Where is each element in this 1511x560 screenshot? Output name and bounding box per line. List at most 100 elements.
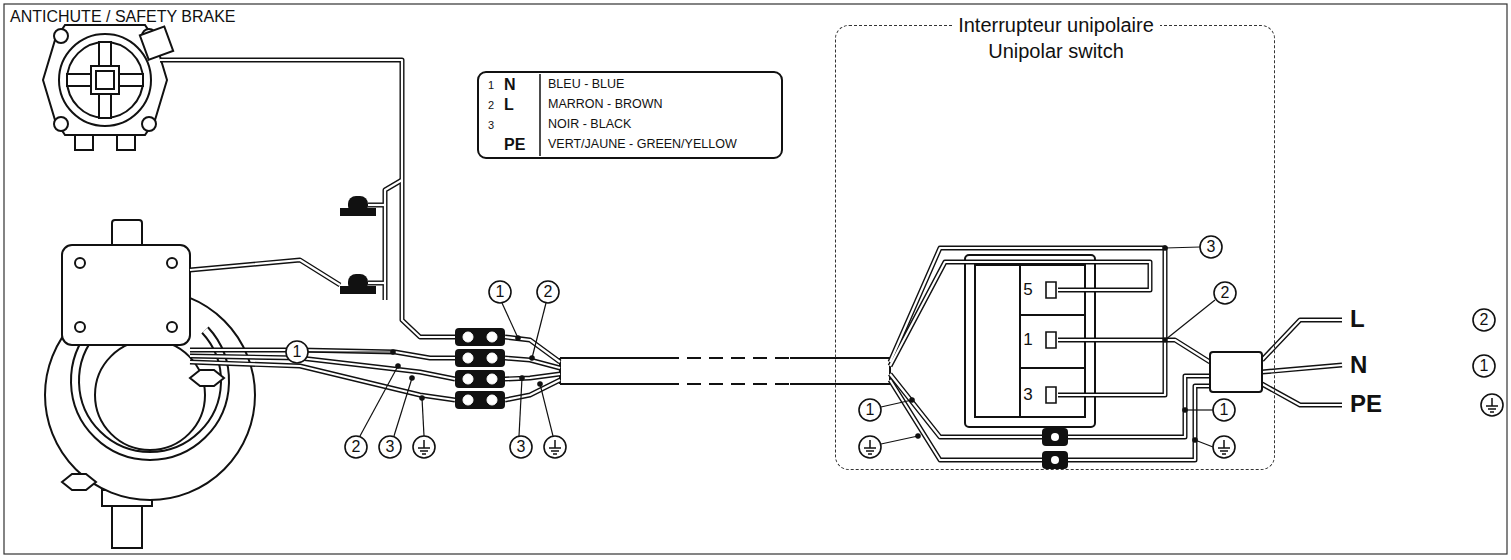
legend-divider <box>539 74 541 156</box>
leader-dot <box>410 376 414 380</box>
leader-line <box>519 378 522 436</box>
callout-number: 1 <box>866 401 875 419</box>
conductor-name: N <box>504 76 516 94</box>
wire <box>160 60 455 337</box>
leader-dot <box>1163 246 1167 250</box>
leader-line <box>1165 300 1215 340</box>
line-name: L <box>1350 306 1365 332</box>
callout-number: 3 <box>386 438 395 456</box>
line-name: N <box>1350 352 1367 378</box>
wire <box>190 362 455 400</box>
region-heading: Unipolar switch <box>982 40 1130 62</box>
region-heading: Interrupteur unipolaire <box>952 14 1160 36</box>
line-name: PE <box>1350 391 1382 417</box>
callout-circle <box>286 341 308 363</box>
leader-line <box>1165 247 1200 248</box>
leader-line <box>881 400 912 407</box>
leader-dot <box>538 382 542 386</box>
leader-dot <box>1193 438 1197 442</box>
wire <box>1262 384 1342 405</box>
leader-line <box>540 384 553 436</box>
wire-core <box>1262 365 1342 372</box>
wire <box>1068 376 1210 437</box>
leader-dot <box>420 396 424 400</box>
wire <box>368 281 385 286</box>
terminal-number: 3 <box>1023 386 1032 405</box>
legend-text: NOIR - BLACK <box>548 118 631 132</box>
leader-line <box>532 303 546 358</box>
terminal-number: 1 <box>1023 331 1032 350</box>
wire <box>368 203 385 208</box>
wire-core <box>1262 384 1342 405</box>
conductor-name: PE <box>504 136 525 154</box>
cable <box>560 358 890 384</box>
legend-text: MARRON - BROWN <box>548 98 663 112</box>
switch-box: 513 <box>966 256 1096 428</box>
callout-circle <box>489 281 511 303</box>
leader-line <box>1185 409 1213 410</box>
wire-core <box>890 380 1042 460</box>
wire <box>1262 365 1342 372</box>
terminal-screw <box>1046 282 1056 403</box>
wire-core <box>890 374 1042 437</box>
leader-line <box>360 366 398 436</box>
earth-symbol <box>1213 436 1235 458</box>
wire-core <box>505 374 560 379</box>
callout-number: 2 <box>488 99 494 111</box>
callout-circle <box>345 436 367 458</box>
title: ANTICHUTE / SAFETY BRAKE <box>10 8 236 26</box>
wire <box>1068 386 1210 460</box>
callout-circle <box>859 399 881 421</box>
switch-terminal-block <box>1042 428 1068 469</box>
wire-core <box>1068 376 1210 437</box>
wire <box>505 374 560 379</box>
wire <box>385 180 402 300</box>
wire <box>505 380 560 400</box>
earth-symbol <box>544 436 566 458</box>
terminal-block <box>455 328 505 409</box>
callout-circle <box>1214 282 1236 304</box>
callout-number: 1 <box>1220 401 1229 419</box>
leader-line <box>422 398 424 436</box>
wire <box>190 260 340 285</box>
wire <box>1058 340 1210 362</box>
leader-line <box>881 436 918 444</box>
leader-dot <box>391 350 395 354</box>
leader-dot <box>396 364 400 368</box>
wire-core <box>1058 340 1210 362</box>
switch-region: Interrupteur unipolaireUnipolar switch51… <box>835 25 1275 470</box>
callout-circle <box>1473 355 1495 377</box>
callout-number: 3 <box>1207 238 1216 256</box>
wire <box>890 262 1150 366</box>
earth-symbol <box>413 436 435 458</box>
leader-line <box>1195 440 1213 447</box>
legend-text: BLEU - BLUE <box>548 78 624 92</box>
conductor-name: L <box>504 96 514 114</box>
wire-core <box>190 356 455 379</box>
callout-number: 1 <box>488 79 494 91</box>
wire <box>890 374 1042 437</box>
wire <box>1262 320 1342 360</box>
leader-dot <box>520 376 524 380</box>
callout-number: 1 <box>496 283 505 301</box>
callout-circle <box>510 436 532 458</box>
leader-dot <box>1163 338 1167 342</box>
legend-text: VERT/JAUNE - GREEN/YELLOW <box>548 138 737 152</box>
wire-core <box>190 260 340 285</box>
earth-symbol <box>859 436 881 458</box>
leader-dot <box>530 356 534 360</box>
callout-number: 3 <box>517 438 526 456</box>
callout-number: 2 <box>352 438 361 456</box>
callout-circle <box>1213 399 1235 421</box>
callout-number: 1 <box>1480 357 1489 375</box>
leader-dot <box>1183 408 1187 412</box>
safety-brake <box>43 25 173 150</box>
callout-circle <box>1473 309 1495 331</box>
callout-circle <box>1200 236 1222 258</box>
callout-circle <box>379 436 401 458</box>
wire-core <box>1262 320 1342 360</box>
callout-number: 1 <box>293 343 302 361</box>
callout-number: 2 <box>544 283 553 301</box>
